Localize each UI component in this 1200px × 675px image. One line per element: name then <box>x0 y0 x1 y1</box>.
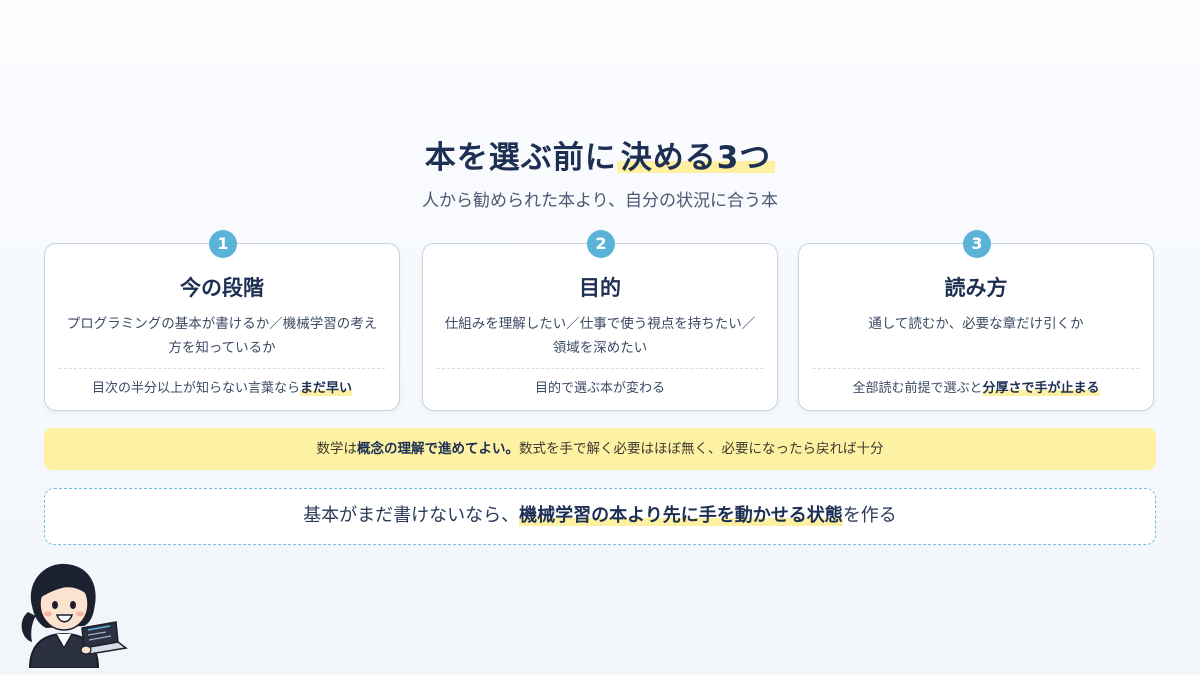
page-subtitle: 人から勧められた本より、自分の状況に合う本 <box>422 191 778 211</box>
card-title: 読み方 <box>944 276 1008 300</box>
page-title-main: 本を選ぶ前に <box>424 140 617 176</box>
card-divider <box>59 368 385 369</box>
card-divider <box>437 368 763 369</box>
card-stage: 1 今の段階 プログラミングの基本が書けるか／機械学習の考え方を知っているか 目… <box>44 230 400 411</box>
math-note-prefix: 数学は <box>316 441 358 457</box>
card-reading-style: 3 読み方 通して読むか、必要な章だけ引くか 全部読む前提で選ぶと分厚さで手が止… <box>798 230 1154 411</box>
card-note-text: 全部読む前提で選ぶと <box>852 381 983 396</box>
card-description: 仕組みを理解したい／仕事で使う視点を持ちたい／領域を深めたい <box>444 316 756 356</box>
key-message-prefix: 基本がまだ書けないなら、 <box>303 505 520 526</box>
card-divider <box>813 368 1139 369</box>
card-note-emphasis: 分厚さで手が止まる <box>982 381 1100 396</box>
card-description: プログラミングの基本が書けるか／機械学習の考え方を知っているか <box>66 316 378 356</box>
card-note-emphasis: まだ早い <box>300 381 353 396</box>
key-message-emphasis: 機械学習の本より先に手を動かせる状態 <box>519 505 843 526</box>
card-note: 目次の半分以上が知らない言葉ならまだ早い <box>45 377 399 396</box>
page-title: 本を選ぶ前に決める3つ <box>0 132 1200 177</box>
math-note-suffix: 数式を手で解く必要はほぼ無く、必要になったら戻れば十分 <box>519 441 884 457</box>
page-title-highlight: 決める3つ <box>616 140 776 176</box>
card-note-text: 目的で選ぶ本が変わる <box>534 381 665 396</box>
card-title: 今の段階 <box>180 276 264 300</box>
card-purpose: 2 目的 仕組みを理解したい／仕事で使う視点を持ちたい／領域を深めたい 目的で選… <box>422 230 778 411</box>
card-description: 通して読むか、必要な章だけ引くか <box>868 316 1084 332</box>
number-badge: 2 <box>587 230 615 258</box>
math-note-emphasis: 概念の理解で進めてよい。 <box>357 441 519 457</box>
number-badge: 3 <box>963 230 991 258</box>
card-title: 目的 <box>579 276 621 300</box>
key-message-suffix: を作る <box>842 505 897 526</box>
number-badge: 1 <box>209 230 237 258</box>
key-message-box: 基本がまだ書けないなら、機械学習の本より先に手を動かせる状態を作る <box>44 488 1156 545</box>
card-note: 全部読む前提で選ぶと分厚さで手が止まる <box>799 377 1153 396</box>
mascot-woman-laptop-icon <box>21 563 128 668</box>
card-note-text: 目次の半分以上が知らない言葉なら <box>91 381 300 396</box>
math-note-banner: 数学は概念の理解で進めてよい。数式を手で解く必要はほぼ無く、必要になったら戻れば… <box>44 428 1156 470</box>
card-note: 目的で選ぶ本が変わる <box>423 377 777 396</box>
